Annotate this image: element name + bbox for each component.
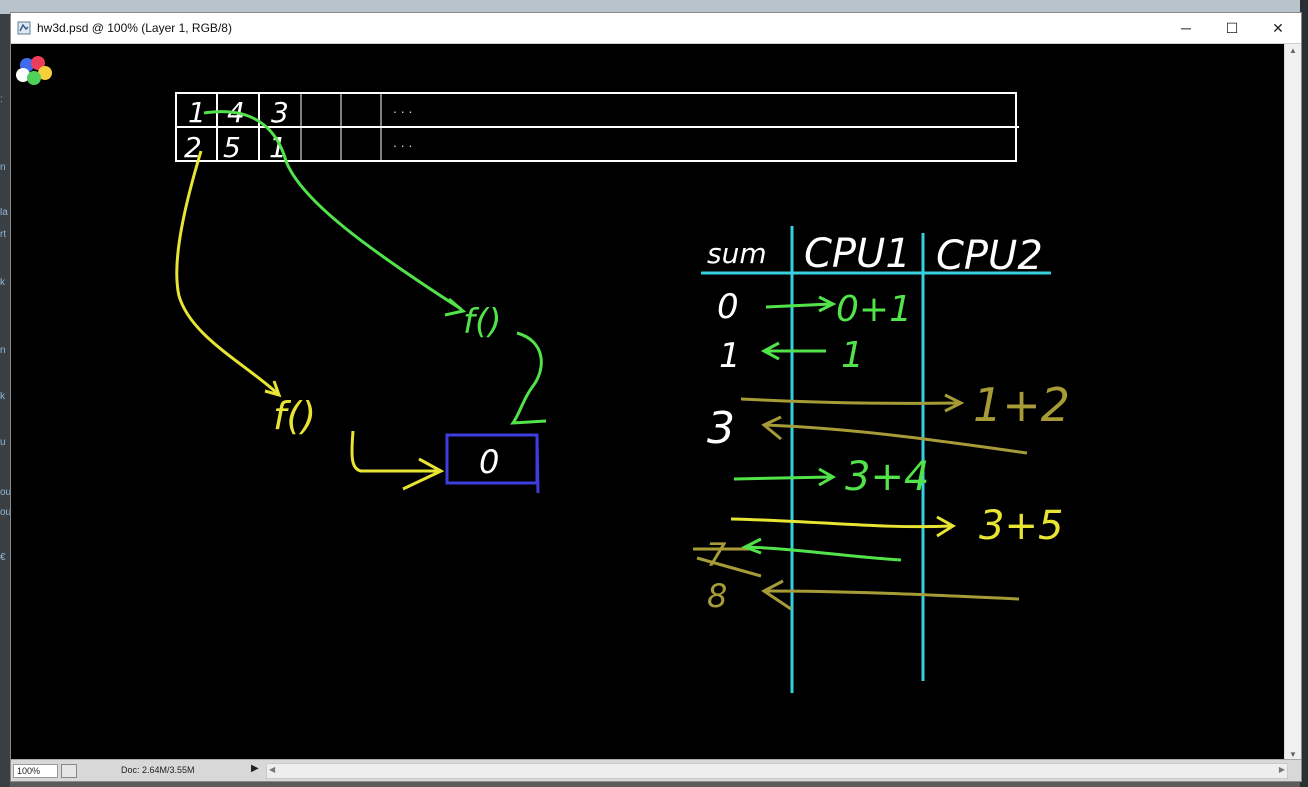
- sum-value: 0: [717, 287, 739, 327]
- document-window: hw3d.psd @ 100% (Layer 1, RGB/8) ─ ☐ ✕: [10, 12, 1302, 782]
- strike-line: [696, 556, 762, 578]
- array-grid: [175, 92, 1019, 162]
- close-button[interactable]: ✕: [1272, 20, 1284, 36]
- edge-text-fragment: k: [0, 392, 5, 402]
- array-ellipsis: . . .: [393, 134, 412, 150]
- array-cell: 3: [271, 96, 289, 129]
- status-info-icon[interactable]: [61, 764, 77, 778]
- edge-text-fragment: k: [0, 278, 5, 288]
- array-cell: 2: [184, 131, 202, 164]
- array-cell: 1: [188, 96, 206, 129]
- table-header-sum: sum: [707, 237, 767, 270]
- edge-text-fragment: :: [0, 95, 3, 105]
- document-size-info: Doc: 2.64M/3.55M: [121, 765, 195, 775]
- yellow-arrow-to-box: [350, 430, 439, 473]
- edge-text-fragment: la: [0, 208, 8, 218]
- window-title: hw3d.psd @ 100% (Layer 1, RGB/8): [37, 21, 232, 35]
- canvas[interactable]: 1 4 3 2 5 1 . . . . . . f() f() 0: [11, 44, 1285, 761]
- table-header-cpu1: CPU1: [804, 231, 911, 277]
- yellow-arrow-to-f: [175, 150, 278, 395]
- zoom-level-field[interactable]: 100%: [13, 764, 58, 778]
- title-bar[interactable]: hw3d.psd @ 100% (Layer 1, RGB/8) ─ ☐ ✕: [11, 13, 1301, 44]
- desktop-left-edge: [0, 0, 10, 787]
- array-ellipsis: . . .: [393, 100, 412, 116]
- sum-box-edge: [535, 434, 540, 494]
- edge-text-fragment: ou: [0, 508, 10, 518]
- edge-text-fragment: n: [0, 346, 6, 356]
- edge-text-fragment: ou: [0, 488, 10, 498]
- green-arrow-to-f: [203, 110, 462, 311]
- whiteboard-drawing: 1 4 3 2 5 1 . . . . . . f() f() 0: [16, 56, 1070, 693]
- desktop-top-edge: [0, 0, 1308, 14]
- maximize-button[interactable]: ☐: [1225, 20, 1239, 36]
- minimize-button[interactable]: ─: [1181, 20, 1191, 36]
- status-bar: 100% Doc: 2.64M/3.55M ▶ ◀ ▶: [11, 759, 1301, 781]
- sum-value: 7: [706, 536, 727, 574]
- yellow-function-label: f(): [273, 394, 316, 438]
- edge-text-fragment: n: [0, 163, 6, 173]
- table-header-cpu2: CPU2: [936, 233, 1043, 279]
- scroll-down-icon[interactable]: ▼: [1289, 750, 1297, 759]
- cpu1-entry: 3+4: [845, 454, 929, 500]
- green-function-label: f(): [463, 302, 502, 342]
- green-arrow-to-box: [510, 331, 547, 425]
- arrowhead: [402, 457, 445, 491]
- arrowhead: [264, 380, 282, 398]
- array-cell: 1: [269, 131, 287, 164]
- cpu1-entry: 1: [841, 335, 864, 376]
- vertical-scrollbar[interactable]: ▲ ▼: [1284, 44, 1301, 761]
- cpu2-entry: 3+5: [979, 503, 1063, 549]
- cpu1-entry: 0+1: [836, 289, 912, 330]
- edge-text-fragment: rt: [0, 230, 7, 240]
- horizontal-scrollbar[interactable]: ◀ ▶: [266, 763, 1288, 779]
- sum-value: 8: [707, 577, 727, 615]
- scroll-left-icon[interactable]: ◀: [269, 765, 276, 774]
- arrowhead: [444, 297, 467, 317]
- color-bubble-logo: [16, 56, 52, 85]
- cpu2-entry: 1+2: [973, 378, 1070, 432]
- sum-box-value: 0: [479, 443, 499, 481]
- photoshop-document-icon: [17, 21, 31, 35]
- scroll-right-icon[interactable]: ▶: [1278, 765, 1285, 774]
- edge-text-fragment: u: [0, 438, 6, 448]
- desktop-right-edge: [1300, 0, 1308, 787]
- edge-text-fragment: €: [0, 553, 6, 563]
- transfer-arrows: [730, 295, 1028, 611]
- status-menu-arrow-icon[interactable]: ▶: [251, 763, 259, 774]
- sum-value: 1: [719, 336, 741, 376]
- table-grid: [701, 226, 1051, 693]
- sum-value: 3: [707, 403, 735, 454]
- array-cell: 5: [223, 131, 241, 164]
- scroll-up-icon[interactable]: ▲: [1289, 46, 1297, 55]
